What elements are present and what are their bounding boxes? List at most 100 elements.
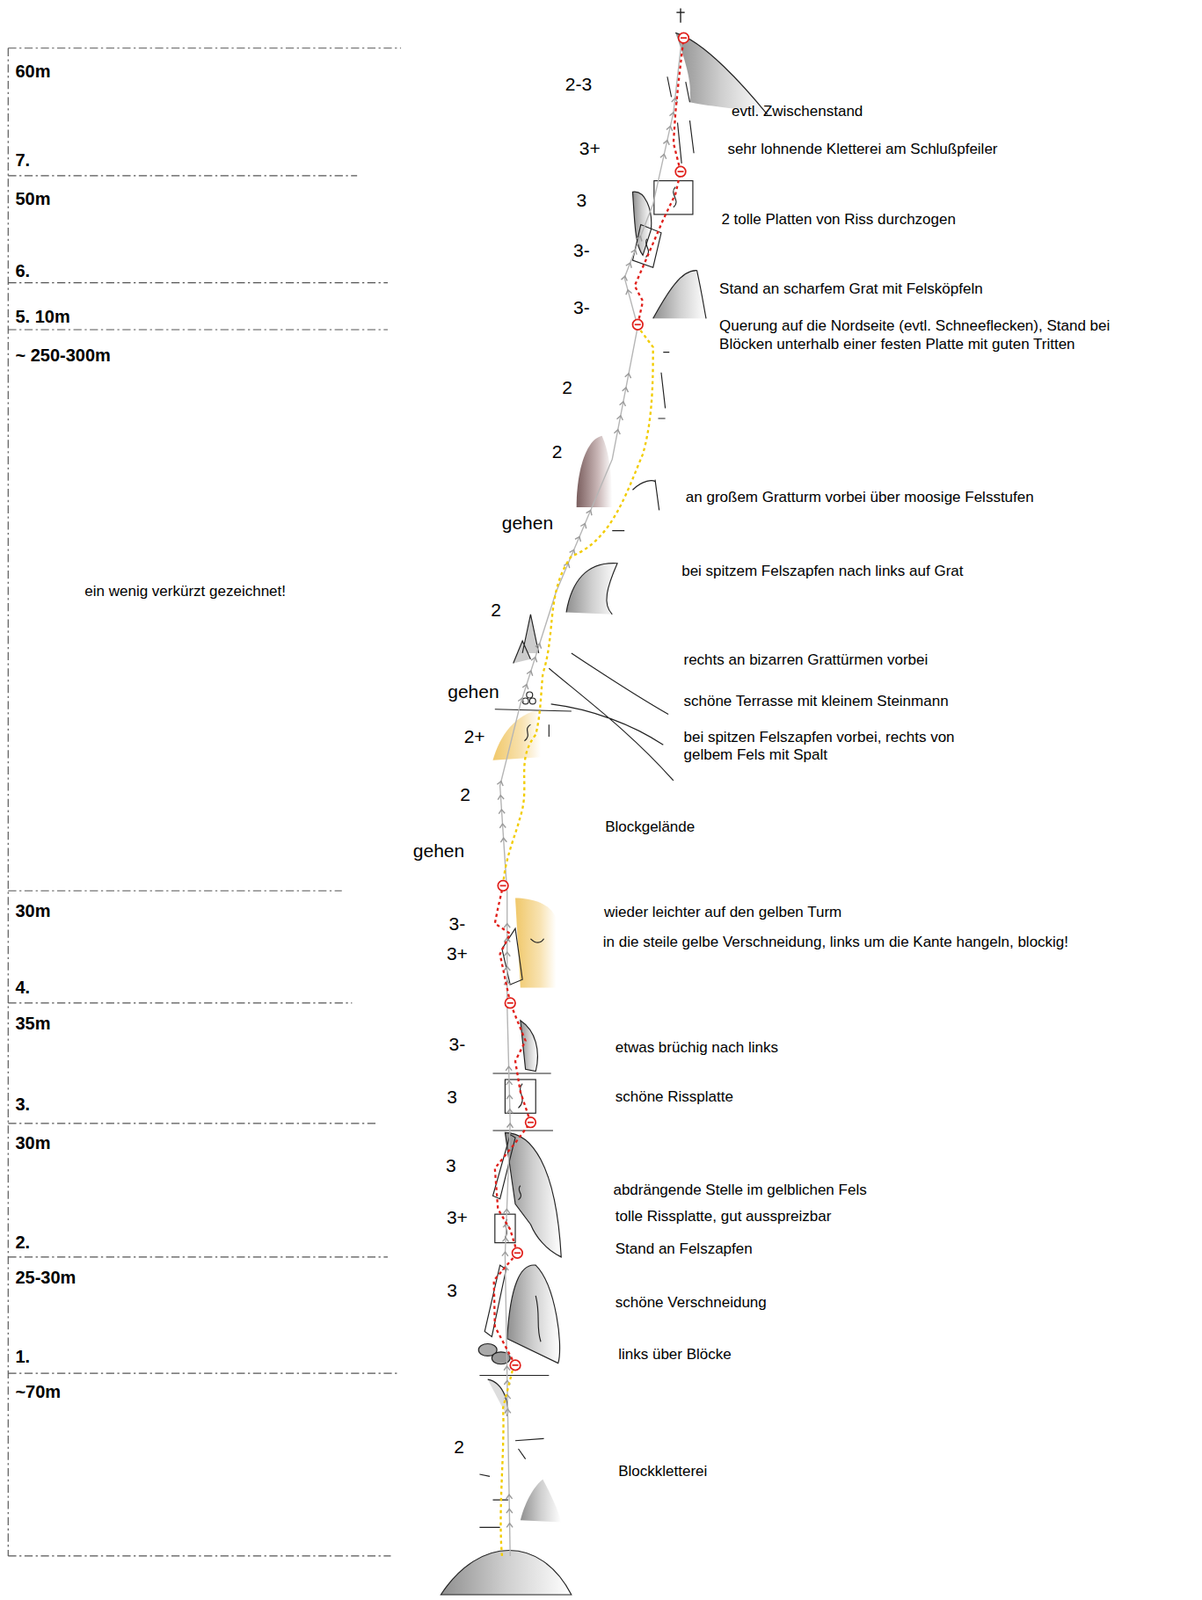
pitch-marker: 7. bbox=[14, 149, 30, 171]
chevron bbox=[666, 126, 673, 132]
pitch-marker: 5. 10m bbox=[14, 305, 70, 328]
grade-label: 3+ bbox=[446, 942, 468, 965]
pitch-marker: 30m bbox=[14, 900, 51, 922]
chevron bbox=[621, 276, 628, 281]
pitch-marker: 6. bbox=[14, 260, 30, 282]
grade-label: gehen bbox=[447, 680, 499, 703]
route-note: sehr lohnende Kletterei am Schlußpfeiler bbox=[727, 140, 998, 159]
chevron bbox=[503, 1366, 510, 1371]
chevron bbox=[505, 1066, 512, 1071]
grade-label: 3+ bbox=[579, 137, 601, 160]
route-note: 2 tolle Platten von Riss durchzogen bbox=[721, 211, 956, 229]
chevron bbox=[613, 429, 620, 435]
chevron bbox=[575, 537, 581, 543]
chevron bbox=[497, 795, 504, 801]
chevron bbox=[502, 1238, 510, 1243]
chevron bbox=[531, 657, 538, 663]
chevron bbox=[522, 684, 529, 690]
chevron bbox=[617, 415, 624, 421]
route-note: Stand an scharfem Grat mit Felsköpfeln bbox=[719, 280, 984, 299]
grade-label: 2 bbox=[552, 440, 563, 463]
pitch-scale bbox=[7, 48, 401, 1557]
chevron bbox=[496, 781, 503, 787]
chevron bbox=[619, 401, 627, 407]
pitch-marker: 4. bbox=[14, 976, 30, 999]
rock-features bbox=[440, 32, 767, 1596]
grade-label: 3- bbox=[573, 239, 591, 262]
route-note: wieder leichter auf den gelben Turm bbox=[604, 903, 842, 922]
chevron bbox=[660, 153, 667, 159]
chevron bbox=[625, 373, 632, 379]
pitch-marker: 60m bbox=[14, 60, 51, 82]
grade-label: 2 bbox=[453, 1435, 465, 1458]
chevron bbox=[503, 966, 510, 971]
pitch-marker: 1. bbox=[14, 1346, 30, 1368]
grade-label: 3- bbox=[449, 1033, 467, 1056]
chevron bbox=[502, 1252, 509, 1257]
chevron bbox=[636, 236, 642, 242]
pitch-marker: 50m bbox=[14, 188, 51, 210]
chevron bbox=[500, 837, 507, 843]
route-note: abdrängende Stelle im gelblichen Fels bbox=[612, 1181, 867, 1200]
route-note: schöne Verschneidung bbox=[615, 1294, 767, 1312]
grade-label: 2 bbox=[490, 598, 502, 621]
chevron bbox=[535, 643, 542, 649]
route-note: Blockgelände bbox=[604, 818, 695, 837]
grade-label: 3 bbox=[445, 1154, 457, 1177]
chevron bbox=[498, 809, 505, 815]
chevron bbox=[503, 938, 510, 943]
route-note: etwas brüchig nach links bbox=[615, 1039, 779, 1057]
chevron bbox=[503, 952, 510, 957]
chevron bbox=[662, 140, 670, 146]
grade-label: 3 bbox=[576, 189, 588, 212]
chevron bbox=[506, 1509, 513, 1515]
route-note: Stand an Felszapfen bbox=[615, 1240, 753, 1259]
grade-label: 3 bbox=[446, 1279, 458, 1302]
chevron bbox=[506, 1494, 513, 1500]
route-note: Querung auf die Nordseite (evtl. Schneef… bbox=[719, 317, 1133, 354]
pitch-marker: ~70m bbox=[14, 1381, 61, 1403]
summit-cross bbox=[676, 7, 685, 22]
direction-chevrons bbox=[496, 98, 678, 1529]
ridge-line bbox=[500, 41, 683, 1557]
route-note: an großem Gratturm vorbei über moosige F… bbox=[685, 488, 1035, 507]
grade-label: gehen bbox=[502, 511, 554, 534]
route-note: bei spitzem Felszapfen nach links auf Gr… bbox=[681, 562, 963, 581]
route-note: Blockkletterei bbox=[618, 1463, 707, 1481]
grade-label: 2-3 bbox=[565, 72, 592, 95]
grade-label: 2 bbox=[459, 783, 471, 806]
chevron bbox=[499, 823, 506, 829]
route-note: evtl. Zwischenstand bbox=[731, 102, 863, 121]
pitch-marker: 3. bbox=[14, 1093, 30, 1115]
chevron bbox=[506, 1095, 513, 1101]
route-note: tolle Rissplatte, gut ausspreizbar bbox=[615, 1208, 832, 1226]
grade-label: 3 bbox=[446, 1085, 458, 1108]
grade-label: gehen bbox=[413, 839, 465, 862]
chevron bbox=[507, 1123, 514, 1129]
pitch-marker: ~ 250-300m bbox=[14, 344, 110, 366]
route-note: bei spitzen Felszapfen vorbei, rechts vo… bbox=[683, 728, 1005, 765]
grade-label: 2+ bbox=[464, 725, 486, 748]
chevron bbox=[503, 924, 510, 929]
chevron bbox=[504, 1409, 511, 1414]
chevron bbox=[517, 698, 525, 703]
route-note: in die steile gelbe Verschneidung, links… bbox=[603, 933, 1069, 952]
chevron bbox=[506, 1109, 513, 1115]
chevron bbox=[503, 1209, 510, 1214]
route-note: links über Blöcke bbox=[618, 1346, 732, 1364]
pitch-marker: 30m bbox=[14, 1132, 51, 1154]
pitch-marker: 35m bbox=[14, 1012, 51, 1035]
pitch-marker: 25-30m bbox=[14, 1267, 76, 1289]
grade-label: 3+ bbox=[446, 1206, 468, 1229]
chevron bbox=[526, 670, 533, 676]
chevron bbox=[622, 387, 629, 393]
route-note: schöne Rissplatte bbox=[615, 1088, 734, 1107]
grade-label: 3- bbox=[449, 912, 467, 935]
climbing-path bbox=[494, 37, 685, 1366]
chevron bbox=[626, 290, 633, 295]
drawing-note: ein wenig verkürzt gezeichnet! bbox=[84, 582, 286, 601]
pitch-marker: 2. bbox=[14, 1231, 30, 1253]
grade-label: 3- bbox=[573, 296, 591, 319]
